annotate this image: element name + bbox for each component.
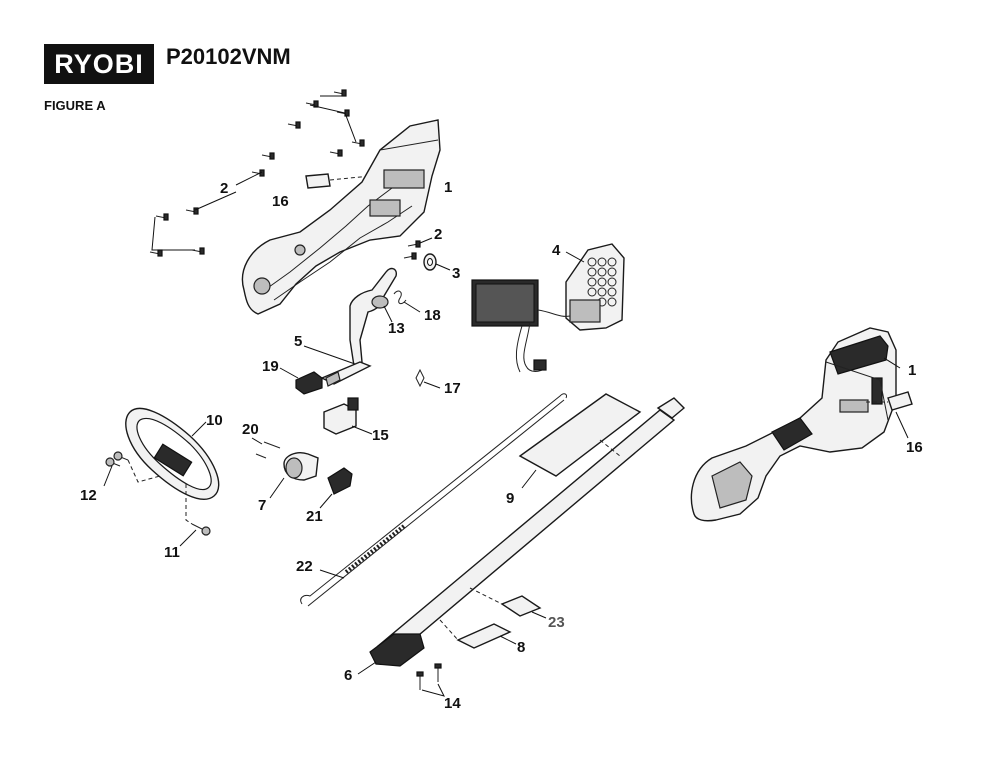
callout-6: 6 xyxy=(344,667,352,684)
callout-17: 17 xyxy=(444,380,461,397)
callout-10: 10 xyxy=(206,412,223,429)
callout-16-top: 16 xyxy=(272,193,289,210)
motor-module-4 xyxy=(471,243,625,373)
figure-label: FIGURE A xyxy=(44,98,106,113)
callout-14: 14 xyxy=(444,695,461,712)
collar-7 xyxy=(269,452,319,499)
label-16-right xyxy=(866,391,913,439)
spring-18 xyxy=(393,290,421,313)
housing-assembled-1 xyxy=(690,327,901,522)
callout-19: 19 xyxy=(262,358,279,375)
trigger-5 xyxy=(303,345,372,387)
callout-18: 18 xyxy=(424,307,441,324)
callout-20: 20 xyxy=(242,421,259,438)
label-23 xyxy=(469,587,547,619)
callout-15: 15 xyxy=(372,427,389,444)
spring-17 xyxy=(415,368,441,389)
callout-8: 8 xyxy=(517,639,525,656)
shaft-6 xyxy=(357,397,686,675)
callout-7: 7 xyxy=(258,497,266,514)
switch-15 xyxy=(323,397,373,435)
switch-19 xyxy=(279,367,323,395)
callout-2-left: 2 xyxy=(220,180,228,197)
bolts-12 xyxy=(103,451,161,487)
ryobi-logo: RYOBI xyxy=(44,44,154,84)
screws-20 xyxy=(251,437,281,459)
handle-10 xyxy=(125,407,220,500)
label-9 xyxy=(518,393,642,489)
callout-11: 11 xyxy=(164,544,180,561)
logo-text: RYOBI xyxy=(54,49,144,79)
housing-half-1 xyxy=(241,119,441,315)
callout-4: 4 xyxy=(552,242,561,259)
callout-numbers: 1 1 2 2 3 4 5 6 7 8 9 10 11 12 13 14 15 … xyxy=(80,179,923,712)
callout-1-right: 1 xyxy=(908,362,916,379)
washer-3 xyxy=(423,253,451,271)
callout-1-top: 1 xyxy=(444,179,452,196)
label-8 xyxy=(439,619,517,649)
label-16-top xyxy=(305,173,371,189)
screws-2-cluster xyxy=(149,89,365,257)
callout-21: 21 xyxy=(306,508,323,525)
callout-12: 12 xyxy=(80,487,97,504)
callout-9: 9 xyxy=(506,490,514,507)
clip-21 xyxy=(319,467,353,509)
callout-22: 22 xyxy=(296,558,313,575)
callout-3: 3 xyxy=(452,265,460,282)
handle-13 xyxy=(349,267,398,368)
bolt-11 xyxy=(179,484,211,547)
callout-2-right: 2 xyxy=(434,226,442,243)
callout-23: 23 xyxy=(548,614,565,631)
screws-14 xyxy=(416,663,445,697)
callout-16-right: 16 xyxy=(906,439,923,456)
screws-2-right xyxy=(403,237,433,260)
callout-5: 5 xyxy=(294,333,302,350)
callout-13: 13 xyxy=(388,320,405,337)
model-number: P20102VNM xyxy=(166,44,291,69)
rod-22 xyxy=(300,393,567,607)
